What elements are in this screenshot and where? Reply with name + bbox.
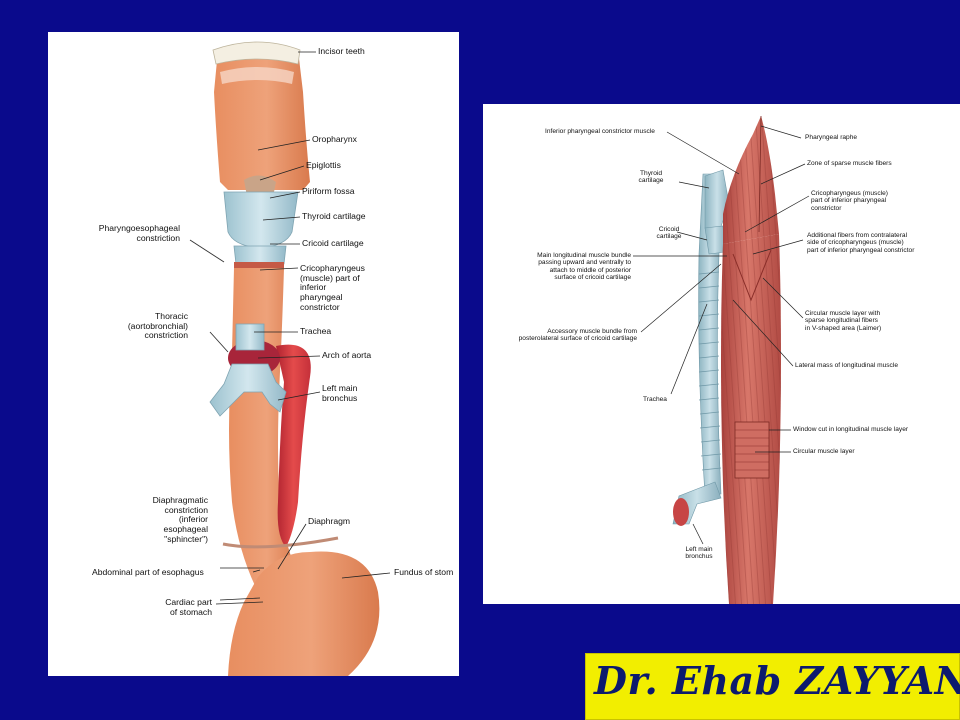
label-zone-sparse: Zone of sparse muscle fibers: [807, 160, 892, 167]
laimer-v-shape: [732, 249, 772, 302]
label-left-main-bronchus: Left main bronchus: [322, 383, 358, 403]
left-leader-lines: [215, 51, 391, 605]
label-trachea: Trachea: [300, 326, 332, 336]
muscle-window-shape: [734, 421, 770, 479]
label-cricopharyngeus: Cricopharyngeus (muscle) part of inferio…: [300, 263, 365, 312]
label-diaphragm: Diaphragm: [308, 516, 351, 526]
label-arch-of-aorta: Arch of aorta: [322, 350, 372, 360]
trachea-rings: [698, 271, 722, 471]
label-main-longitudinal: Main longitudinal muscle bundle passing …: [537, 252, 631, 282]
label-piriform-fossa: Piriform fossa: [302, 186, 355, 196]
trachea-column-shape: [698, 173, 722, 497]
bronchi-shape: [209, 363, 287, 417]
thyroid-cartilage-shape: [223, 191, 299, 249]
diaphragm-shape: [222, 536, 339, 549]
label-inferior-constrictor: Inferior pharyngeal constrictor muscle: [545, 128, 655, 135]
esophageal-muscle-illustration: [633, 115, 810, 604]
incisor-teeth-shape: [212, 41, 301, 65]
label-cricoid-cartilage: Cricoid cartilage: [302, 238, 364, 248]
label-cardiac-part: Cardiac part of stomach: [165, 597, 212, 617]
label-window-cut: Window cut in longitudinal muscle layer: [793, 426, 909, 433]
label-circular-sparse: Circular muscle layer with sparse longit…: [805, 310, 882, 332]
label-diaphragmatic-constriction: Diaphragmatic constriction (inferior eso…: [152, 495, 208, 544]
label-left-main-bronchus-right: Left main bronchus: [685, 546, 713, 561]
pharyngoesophageal-muscle-figure: Inferior pharyngeal constrictor muscle P…: [483, 104, 960, 604]
author-signature-text: Dr. Ehab ZAYYAN: [594, 658, 960, 703]
label-thyroid-cartilage: Thyroid cartilage: [302, 211, 366, 221]
label-thyroid-cartilage-right: Thyroid cartilage: [638, 170, 664, 185]
author-signature-box: Dr. Ehab ZAYYAN: [585, 653, 960, 720]
circular-fibers: [735, 429, 769, 471]
label-oropharynx: Oropharynx: [312, 134, 357, 144]
label-pharyngeal-raphe: Pharyngeal raphe: [805, 134, 858, 141]
label-additional-fibers: Additional fibers from contralateral sid…: [807, 232, 915, 254]
esophagus-overview-illustration: [189, 41, 391, 676]
right-leader-lines: [633, 125, 810, 545]
label-cricopharyngeus-right: Cricopharyngeus (muscle) part of inferio…: [811, 190, 888, 212]
label-pharyngoesophageal-constriction: Pharyngoesophageal constriction: [98, 223, 180, 243]
stomach-shape: [228, 551, 380, 676]
esophagus-overview-figure: Incisor teeth Oropharynx Epiglottis Piri…: [48, 32, 459, 676]
label-thoracic-constriction: Thoracic (aortobronchial) constriction: [127, 311, 188, 341]
label-circular-layer: Circular muscle layer: [793, 448, 855, 455]
trachea-shape: [235, 323, 265, 351]
aorta-descending-shape: [276, 344, 311, 547]
label-trachea-right: Trachea: [643, 396, 667, 403]
label-abdominal-esophagus: Abdominal part of esophagus: [92, 567, 204, 577]
label-cricoid-cartilage-right: Cricoid cartilage: [656, 226, 682, 241]
label-epiglottis: Epiglottis: [306, 160, 341, 170]
label-incisor-teeth: Incisor teeth: [318, 46, 365, 56]
label-fundus-of-stomach: Fundus of stom: [394, 567, 454, 577]
label-lateral-mass: Lateral mass of longitudinal muscle: [795, 362, 898, 369]
label-accessory-bundle: Accessory muscle bundle from posterolate…: [518, 328, 637, 343]
cricopharyngeus-band: [234, 262, 284, 270]
